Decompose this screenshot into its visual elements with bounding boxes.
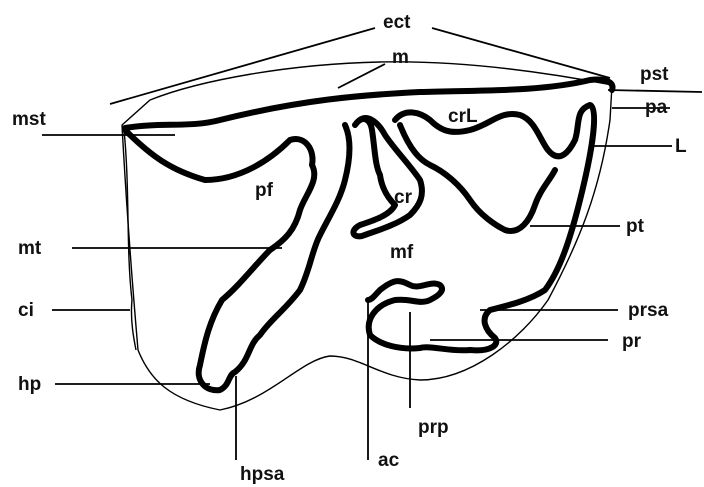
label-ac: ac xyxy=(378,450,400,471)
left-fold xyxy=(125,125,350,390)
label-pt: pt xyxy=(626,216,645,237)
label-m: m xyxy=(392,47,409,68)
leader-ect-left xyxy=(110,28,375,104)
label-cr: cr xyxy=(394,187,413,208)
label-mst: mst xyxy=(12,109,46,130)
label-pa: pa xyxy=(645,97,668,118)
label-pst: pst xyxy=(640,64,669,85)
label-ci: ci xyxy=(18,300,34,321)
label-prp: prp xyxy=(418,417,449,438)
label-ect: ect xyxy=(383,12,411,33)
leader-pst xyxy=(608,90,702,92)
leader-m xyxy=(338,64,385,88)
label-pr: pr xyxy=(622,331,642,352)
crista-fold xyxy=(353,118,422,236)
crL-fold xyxy=(400,125,555,231)
label-mf: mf xyxy=(390,242,414,263)
label-L: L xyxy=(675,136,687,157)
label-hp: hp xyxy=(18,374,41,395)
label-pf: pf xyxy=(255,180,274,201)
label-crL: crL xyxy=(448,106,478,127)
ci-edge xyxy=(124,130,136,350)
label-hpsa: hpsa xyxy=(240,464,285,485)
label-mt: mt xyxy=(18,238,42,259)
right-fold xyxy=(368,105,594,350)
label-prsa: prsa xyxy=(628,300,669,321)
